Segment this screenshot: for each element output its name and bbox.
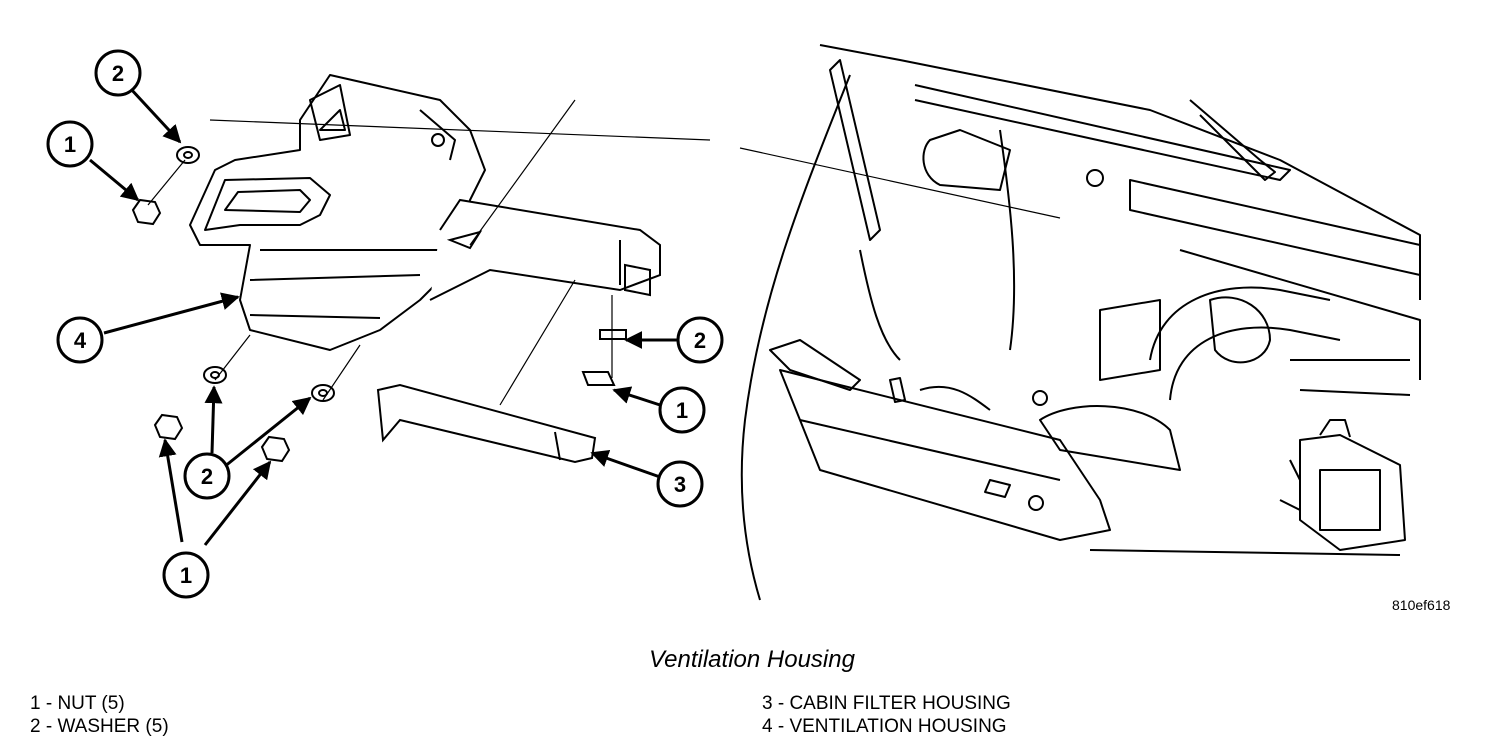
figure-reference-id: 810ef618 bbox=[1392, 597, 1451, 613]
ventilation-housing bbox=[189, 74, 486, 351]
callout-1-right: 1 bbox=[658, 386, 706, 434]
callout-2-right: 2 bbox=[676, 316, 724, 364]
nut-right bbox=[260, 435, 291, 463]
figure-caption: Ventilation Housing bbox=[649, 646, 855, 673]
callout-3: 3 bbox=[656, 460, 704, 508]
legend-item-nut: 1 - NUT (5) bbox=[30, 693, 125, 714]
legend-item-cabin-filter-housing: 3 - CABIN FILTER HOUSING bbox=[762, 693, 1011, 714]
svg-text:1: 1 bbox=[180, 563, 192, 588]
nut-top bbox=[131, 198, 162, 226]
svg-text:3: 3 bbox=[674, 472, 686, 497]
svg-text:4: 4 bbox=[74, 328, 87, 353]
washer-far-right bbox=[599, 329, 627, 340]
legend-item-ventilation-housing: 4 - VENTILATION HOUSING bbox=[762, 716, 1007, 737]
svg-text:2: 2 bbox=[201, 464, 213, 489]
engine-compartment bbox=[740, 44, 1421, 601]
svg-text:1: 1 bbox=[676, 398, 688, 423]
cabin-filter-housing bbox=[376, 383, 597, 464]
nut-far-right bbox=[581, 371, 616, 386]
legend-left: 1 - NUT (5) 2 - WASHER (5) bbox=[30, 692, 169, 738]
fasteners bbox=[131, 146, 627, 463]
callout-1-top: 1 bbox=[46, 120, 94, 168]
diagram-figure: 2 1 4 2 1 2 1 3 bbox=[46, 44, 1421, 601]
callout-2-top: 2 bbox=[94, 49, 142, 97]
callout-1-bottom: 1 bbox=[162, 551, 210, 599]
legend-right: 3 - CABIN FILTER HOUSING 4 - VENTILATION… bbox=[762, 692, 1011, 738]
callout-2-bottom: 2 bbox=[183, 452, 231, 500]
callout-4: 4 bbox=[56, 316, 104, 364]
duct-extension bbox=[429, 198, 661, 301]
svg-text:2: 2 bbox=[694, 328, 706, 353]
alignment-lines bbox=[147, 99, 1061, 406]
svg-text:2: 2 bbox=[112, 61, 124, 86]
nut-left bbox=[153, 413, 184, 441]
callout-arrows bbox=[89, 86, 680, 546]
svg-text:1: 1 bbox=[64, 132, 76, 157]
legend-item-washer: 2 - WASHER (5) bbox=[30, 716, 169, 737]
